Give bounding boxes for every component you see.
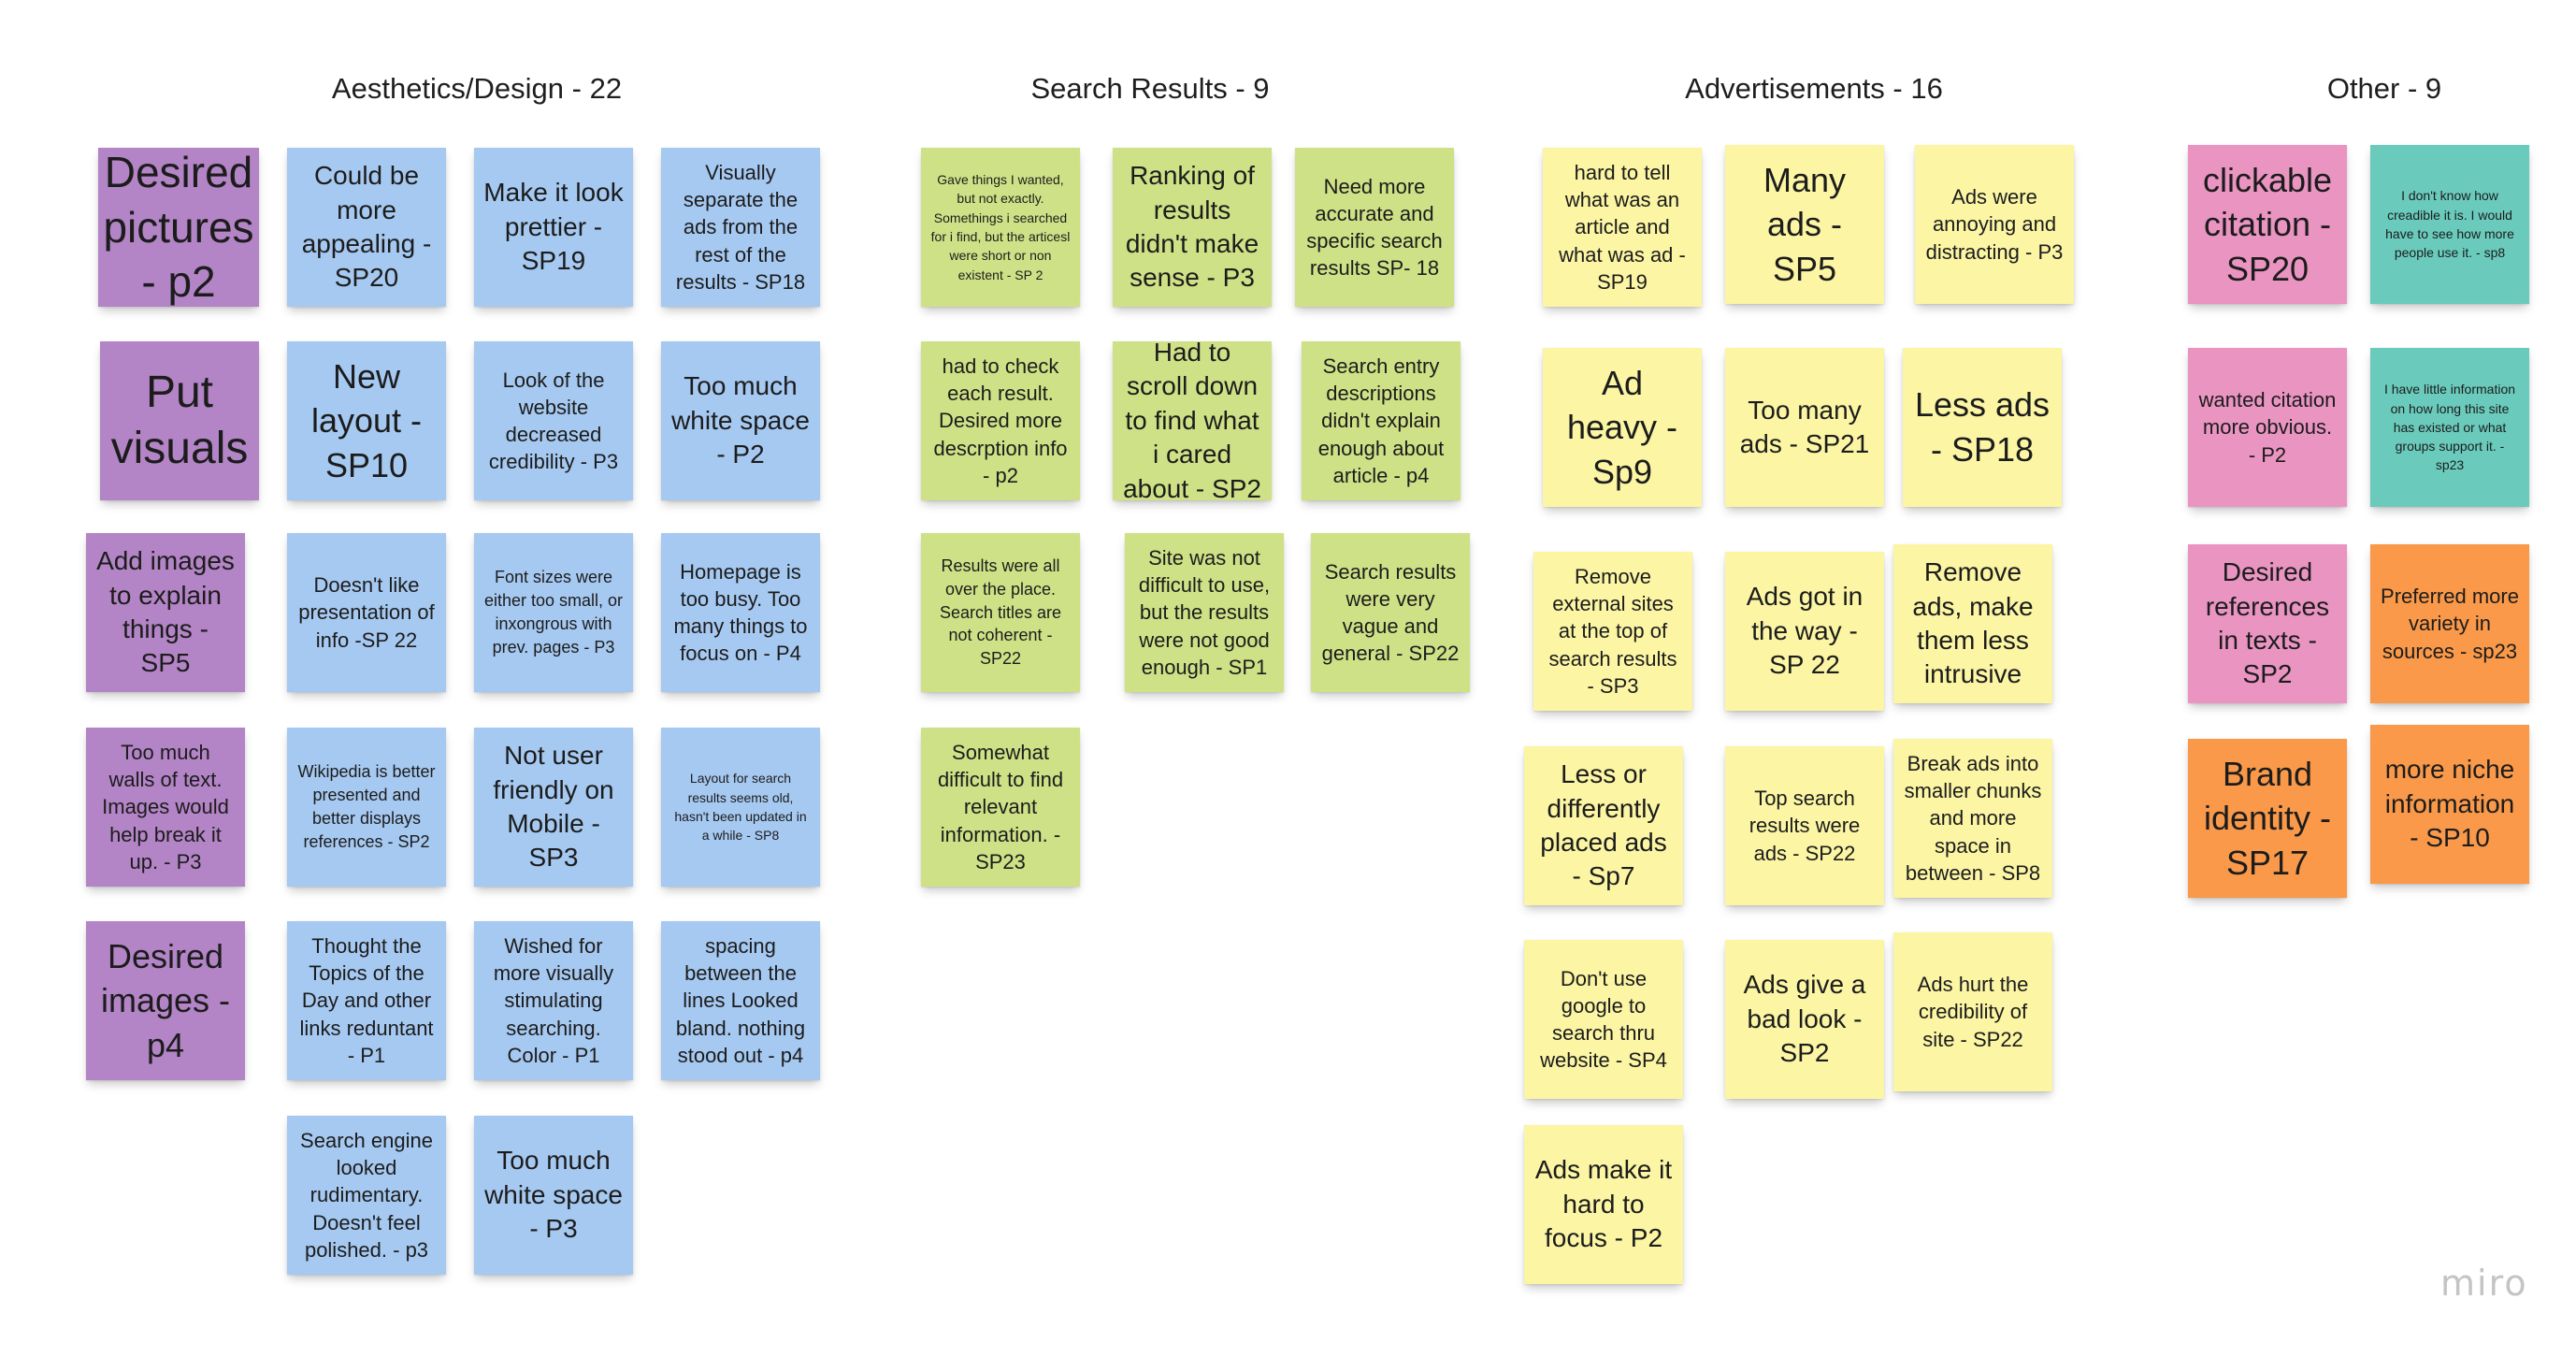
sticky-note[interactable]: Ads got in the way - SP 22 <box>1725 552 1884 711</box>
sticky-note[interactable]: Desired images - p4 <box>86 921 245 1080</box>
sticky-note[interactable]: Need more accurate and specific search r… <box>1295 148 1454 307</box>
sticky-note[interactable]: Many ads - SP5 <box>1725 145 1884 304</box>
sticky-note[interactable]: Wikipedia is better presented and better… <box>287 728 446 887</box>
sticky-note[interactable]: Too much walls of text. Images would hel… <box>86 728 245 887</box>
sticky-note[interactable]: Wished for more visually stimulating sea… <box>474 921 633 1080</box>
column-title-aesthetics: Aesthetics/Design - 22 <box>331 72 623 105</box>
sticky-note[interactable]: Ads give a bad look - SP2 <box>1725 940 1884 1099</box>
sticky-note[interactable]: Remove ads, make them less intrusive <box>1893 544 2052 703</box>
sticky-note[interactable]: Less ads - SP18 <box>1903 348 2062 507</box>
sticky-note[interactable]: Don't use google to search thru website … <box>1524 940 1683 1099</box>
sticky-note[interactable]: Too many ads - SP21 <box>1725 348 1884 507</box>
sticky-note[interactable]: Ads hurt the credibility of site - SP22 <box>1893 932 2052 1091</box>
sticky-note[interactable]: wanted citation more obvious. - P2 <box>2188 348 2347 507</box>
sticky-note[interactable]: Less or differently placed ads - Sp7 <box>1524 746 1683 905</box>
sticky-note[interactable]: Somewhat difficult to find relevant info… <box>921 728 1080 887</box>
sticky-note[interactable]: Layout for search results seems old, has… <box>661 728 820 887</box>
sticky-note[interactable]: Font sizes were either too small, or inx… <box>474 533 633 692</box>
sticky-note[interactable]: more niche information - SP10 <box>2370 725 2529 884</box>
sticky-note[interactable]: hard to tell what was an article and wha… <box>1543 148 1702 307</box>
sticky-note[interactable]: Remove external sites at the top of sear… <box>1533 552 1692 711</box>
sticky-note[interactable]: Top search results were ads - SP22 <box>1725 746 1884 905</box>
sticky-note[interactable]: Brand identity - SP17 <box>2188 739 2347 898</box>
sticky-note[interactable]: Ads were annoying and distracting - P3 <box>1915 145 2074 304</box>
column-title-search-results: Search Results - 9 <box>1030 72 1270 105</box>
sticky-note[interactable]: Gave things I wanted, but not exactly. S… <box>921 148 1080 307</box>
sticky-note[interactable]: Search engine looked rudimentary. Doesn'… <box>287 1116 446 1275</box>
sticky-note[interactable]: Ranking of results didn't make sense - P… <box>1113 148 1272 307</box>
sticky-note[interactable]: had to check each result. Desired more d… <box>921 341 1080 500</box>
sticky-note[interactable]: Preferred more variety in sources - sp23 <box>2370 544 2529 703</box>
sticky-note[interactable]: Results were all over the place. Search … <box>921 533 1080 692</box>
sticky-note[interactable]: Desired references in texts - SP2 <box>2188 544 2347 703</box>
sticky-note[interactable]: Too much white space - P3 <box>474 1116 633 1275</box>
sticky-note[interactable]: Put visuals <box>100 341 259 500</box>
sticky-note[interactable]: Search results were very vague and gener… <box>1311 533 1470 692</box>
sticky-note[interactable]: New layout - SP10 <box>287 341 446 500</box>
sticky-note[interactable]: Look of the website decreased credibilit… <box>474 341 633 500</box>
sticky-note[interactable]: Site was not difficult to use, but the r… <box>1125 533 1284 692</box>
sticky-note[interactable]: Visually separate the ads from the rest … <box>661 148 820 307</box>
sticky-note[interactable]: Make it look prettier - SP19 <box>474 148 633 307</box>
sticky-note[interactable]: clickable citation - SP20 <box>2188 145 2347 304</box>
sticky-note[interactable]: Could be more appealing - SP20 <box>287 148 446 307</box>
sticky-note[interactable]: I have little information on how long th… <box>2370 348 2529 507</box>
sticky-note[interactable]: Desired pictures - p2 <box>98 148 259 307</box>
sticky-note[interactable]: Ad heavy - Sp9 <box>1543 348 1702 507</box>
sticky-note[interactable]: Ads make it hard to focus - P2 <box>1524 1125 1683 1284</box>
sticky-note[interactable]: Break ads into smaller chunks and more s… <box>1893 739 2052 898</box>
miro-logo: miro <box>2440 1263 2528 1304</box>
sticky-note[interactable]: Thought the Topics of the Day and other … <box>287 921 446 1080</box>
sticky-note[interactable]: Add images to explain things - SP5 <box>86 533 245 692</box>
sticky-note[interactable]: Doesn't like presentation of info -SP 22 <box>287 533 446 692</box>
sticky-note[interactable]: Not user friendly on Mobile - SP3 <box>474 728 633 887</box>
sticky-note[interactable]: spacing between the lines Looked bland. … <box>661 921 820 1080</box>
sticky-note[interactable]: Had to scroll down to find what i cared … <box>1113 338 1272 503</box>
column-title-advertisements: Advertisements - 16 <box>1685 72 1943 105</box>
sticky-note[interactable]: I don't know how creadible it is. I woul… <box>2370 145 2529 304</box>
sticky-note[interactable]: Too much white space - P2 <box>661 341 820 500</box>
sticky-note[interactable]: Homepage is too busy. Too many things to… <box>661 533 820 692</box>
sticky-note[interactable]: Search entry descriptions didn't explain… <box>1302 341 1461 500</box>
column-title-other: Other - 9 <box>2326 72 2442 105</box>
